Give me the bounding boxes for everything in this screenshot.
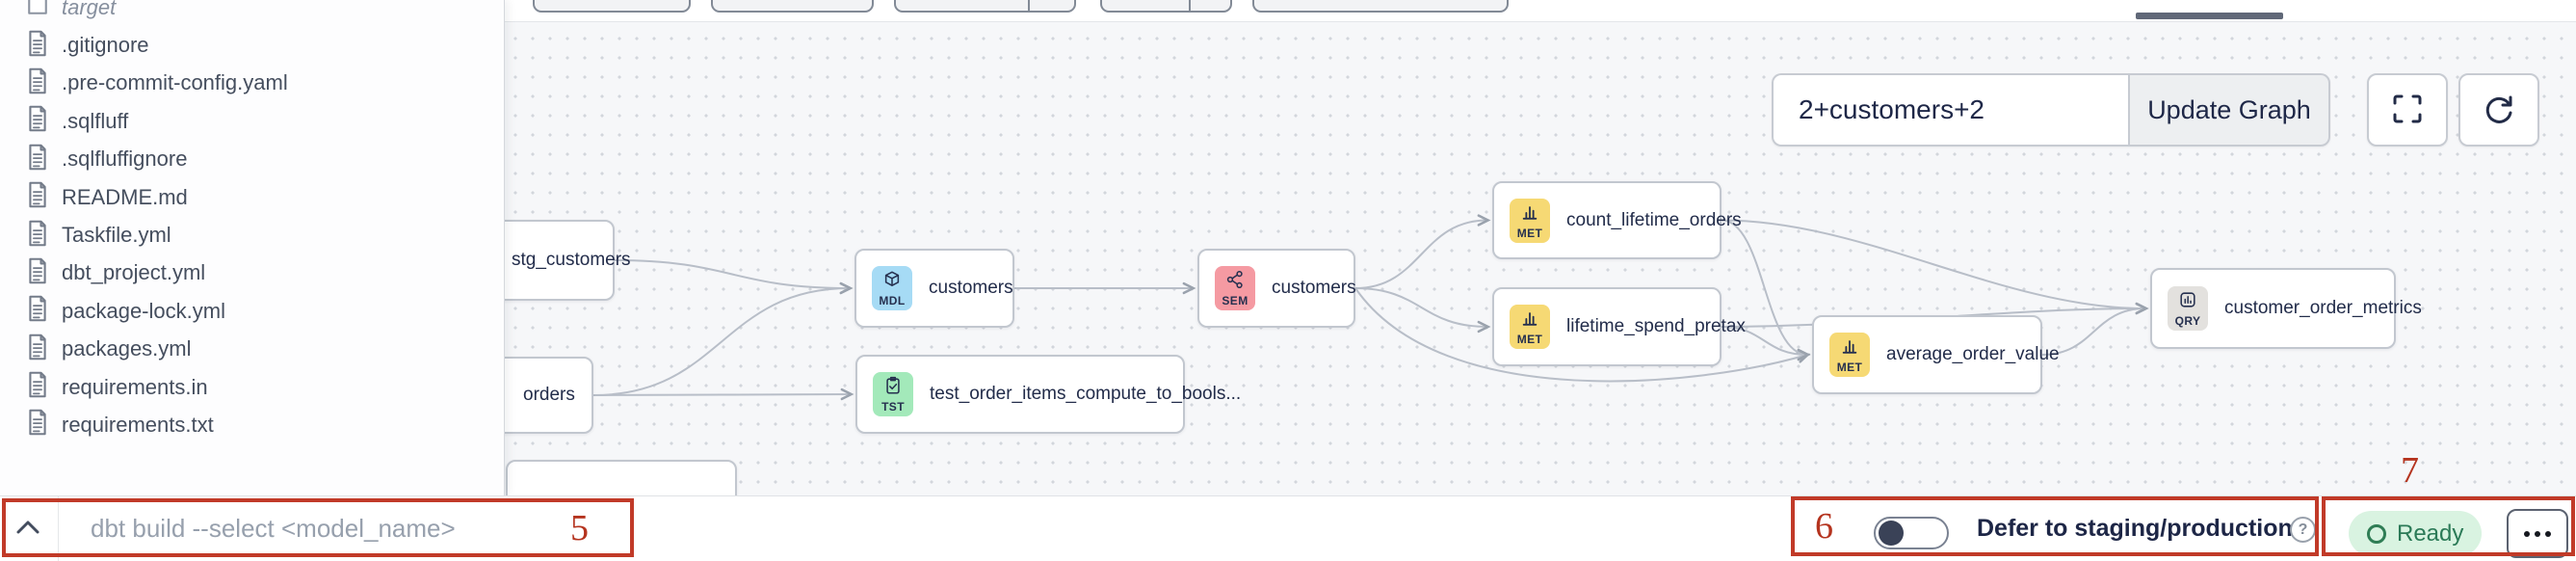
file-row--sqlfluffignore[interactable]: .sqlfluffignore	[0, 141, 504, 178]
edge-orders-to-test_order_items	[592, 387, 854, 401]
toolbar-chip-divider	[1189, 0, 1191, 11]
met-badge-icon: MET	[1510, 305, 1550, 349]
chevron-up-icon	[15, 521, 40, 538]
file-icon	[26, 181, 49, 213]
selector-input-value: 2+customers+2	[1799, 94, 1985, 124]
file-row-packages-yml[interactable]: packages.yml	[0, 331, 504, 368]
command-bar: dbt build --select <model_name> Defer to…	[0, 495, 2576, 561]
file-browser: target .gitignore .pre-commit-config.yam…	[0, 0, 505, 495]
mdl-badge-icon: MDL	[872, 266, 912, 310]
graph-node-customer_order_metrics[interactable]: QRY customer_order_metrics	[2150, 268, 2422, 349]
graph-toolbar-strip	[0, 0, 2576, 22]
edge-average_order_value-to-customer_order_metrics	[2041, 302, 2149, 356]
folder-icon	[26, 0, 49, 23]
file-icon	[26, 67, 49, 99]
defer-toggle[interactable]	[1874, 517, 1949, 549]
graph-node-test_order_items[interactable]: TST test_order_items_compute_to_bools...	[855, 355, 1241, 434]
expand-command-bar-button[interactable]	[15, 520, 40, 538]
file-row-requirements-txt[interactable]: requirements.txt	[0, 406, 504, 443]
qry-badge-icon: QRY	[2168, 286, 2208, 331]
graph-node-lifetime_spend_pretax[interactable]: MET lifetime_spend_pretax	[1492, 287, 1746, 366]
status-badge: Ready	[2349, 511, 2483, 556]
ellipsis-icon	[2524, 530, 2551, 537]
graph-node-count_lifetime_orders[interactable]: MET count_lifetime_orders	[1492, 181, 1742, 259]
toggle-knob	[1879, 521, 1904, 546]
file-list: target .gitignore .pre-commit-config.yam…	[0, 0, 504, 444]
toolbar-chip-divider	[1028, 0, 1030, 11]
file-row-readme-md[interactable]: README.md	[0, 178, 504, 216]
refresh-icon	[2482, 92, 2516, 129]
file-icon	[26, 409, 49, 441]
file-icon	[26, 105, 49, 137]
file-row-requirements-in[interactable]: requirements.in	[0, 368, 504, 406]
file-row-taskfile-yml[interactable]: Taskfile.yml	[0, 216, 504, 254]
file-icon	[26, 334, 49, 365]
file-row-package-lock-yml[interactable]: package-lock.yml	[0, 292, 504, 330]
toolbar-chip[interactable]	[1100, 0, 1232, 13]
fullscreen-button[interactable]	[2367, 73, 2448, 147]
file-icon	[26, 257, 49, 289]
command-bar-divider	[58, 496, 59, 561]
edge-lifetime_spend_pretax-to-average_order_value	[1721, 326, 1811, 361]
edge-count_lifetime_orders-to-customer_order_metrics	[1721, 219, 2149, 315]
file-row--sqlfluff[interactable]: .sqlfluff	[0, 102, 504, 140]
node-selector-group: 2+customers+2 Update Graph	[1772, 73, 2330, 147]
fullscreen-icon	[2391, 93, 2424, 128]
edge-customers_sem-to-count_lifetime_orders	[1354, 214, 1491, 289]
toolbar-chip[interactable]	[711, 0, 874, 13]
edge-stg_customers-to-customers_model	[614, 259, 854, 295]
toolbar-chip[interactable]	[533, 0, 691, 13]
selector-input[interactable]: 2+customers+2	[1772, 73, 2128, 147]
defer-label: Defer to staging/production	[1977, 515, 2293, 542]
met-badge-icon: MET	[1829, 333, 1870, 377]
update-graph-button[interactable]: Update Graph	[2128, 73, 2330, 147]
help-icon[interactable]: ?	[2290, 517, 2316, 543]
graph-node-partial_node[interactable]	[506, 460, 737, 495]
file-row--gitignore[interactable]: .gitignore	[0, 26, 504, 64]
met-badge-icon: MET	[1510, 198, 1550, 243]
active-tab-indicator	[2136, 13, 2283, 19]
sem-badge-icon: SEM	[1215, 266, 1255, 310]
graph-node-customers_sem[interactable]: SEM customers	[1197, 249, 1356, 328]
graph-node-average_order_value[interactable]: MET average_order_value	[1812, 315, 2060, 394]
file-icon	[26, 144, 49, 175]
edge-customers_sem-to-average_order_value	[1354, 287, 1811, 383]
toolbar-chip[interactable]	[1252, 0, 1509, 13]
command-input[interactable]: dbt build --select <model_name>	[91, 514, 456, 543]
file-row-dbt-project-yml[interactable]: dbt_project.yml	[0, 254, 504, 292]
edge-orders-to-customers_model	[592, 281, 854, 396]
graph-node-customers_model[interactable]: MDL customers	[854, 249, 1014, 328]
toolbar-chip[interactable]	[894, 0, 1076, 13]
tst-badge-icon: TST	[873, 372, 913, 416]
edge-count_lifetime_orders-to-average_order_value	[1721, 219, 1811, 361]
status-ring-icon	[2367, 523, 2386, 544]
file-icon	[26, 220, 49, 252]
refresh-button[interactable]	[2458, 73, 2539, 147]
edge-customers_sem-to-lifetime_spend_pretax	[1354, 287, 1491, 334]
file-row--pre-commit-config-yaml[interactable]: .pre-commit-config.yaml	[0, 65, 504, 102]
file-row-target[interactable]: target	[0, 0, 504, 26]
status-badge-label: Ready	[2397, 520, 2464, 547]
file-icon	[26, 295, 49, 327]
file-icon	[26, 371, 49, 403]
file-icon	[26, 30, 49, 62]
more-options-button[interactable]	[2507, 509, 2568, 558]
